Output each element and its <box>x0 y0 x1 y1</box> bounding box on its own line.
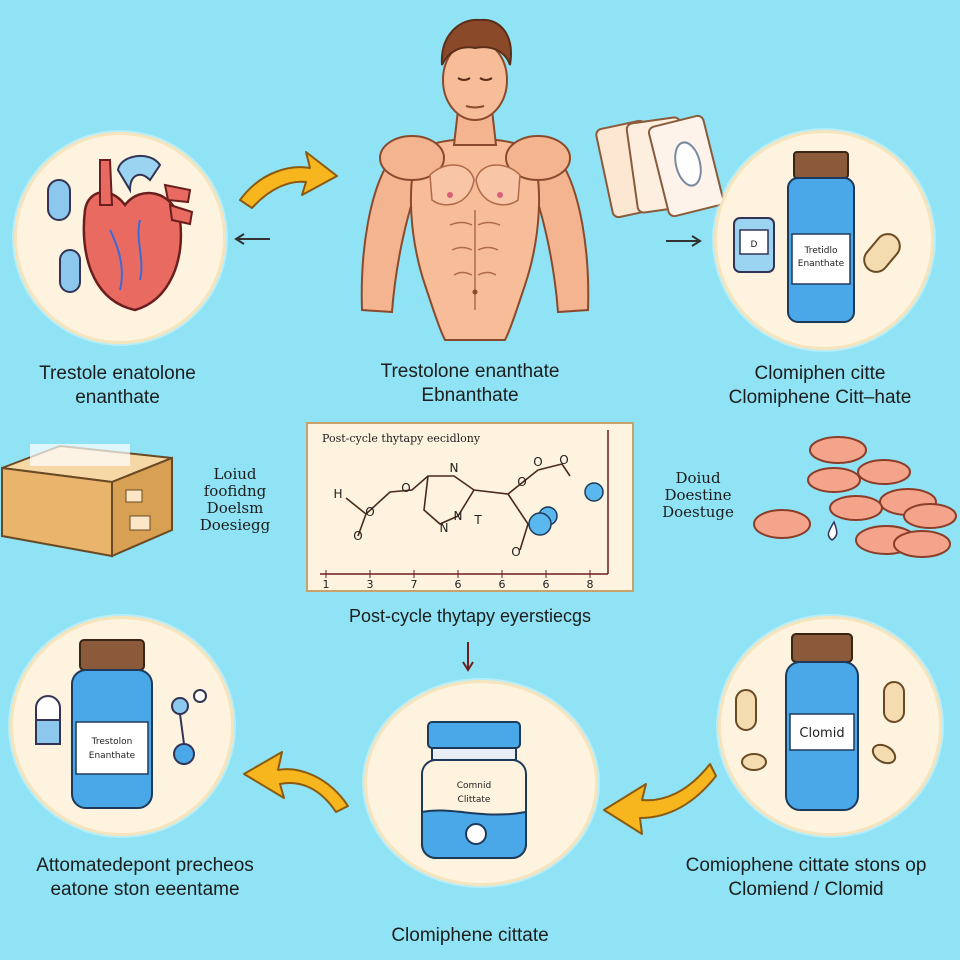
clomid-jar-icon: Comnid Clittate <box>421 721 527 859</box>
clomid-jar-label-line2: Clittate <box>458 795 491 805</box>
blister-pack-icon <box>595 114 725 219</box>
top-left-label: Trestole enatolone enanthate <box>0 362 235 410</box>
bottom-left-label: Attomatedepont precheos eatone ston eeen… <box>0 854 290 902</box>
trestolone-bottle-icon: Trestolon Enanthate <box>35 639 207 809</box>
chart-atom-label: O <box>365 505 374 519</box>
chart-tick-label: 8 <box>587 578 594 591</box>
bottle-label-line1: Tretidlo <box>804 246 838 256</box>
chart-atom-circle <box>584 482 604 502</box>
curved-arrow-left-icon <box>243 751 349 813</box>
small-arrow-left-icon <box>234 233 270 245</box>
bottom-right-label-line1: Comiophene cittate stons op <box>685 855 927 876</box>
chart-tick-label: 7 <box>411 578 418 591</box>
chart-atom-label: N <box>454 509 463 523</box>
mid-left-line1: Loiud <box>213 465 257 483</box>
mid-right-line3: Doestuge <box>662 503 734 521</box>
mid-left-label: Loiud foofidng Doelsm Doesiegg <box>180 466 290 534</box>
clomid-bottle-icon: Clomid <box>735 633 905 811</box>
medicine-bottle-icon: D Tretidlo Enanthate <box>733 151 901 323</box>
shipping-box-icon <box>0 444 173 558</box>
mid-right-line2: Doestine <box>664 486 732 504</box>
top-right-label-line2: Clomiphene Citt–hate <box>728 387 912 408</box>
chart-title: Post-cycle thytapy eecidlony <box>322 432 481 445</box>
chart-tick-label: 6 <box>543 578 550 591</box>
chart-atom-label: H <box>333 487 342 501</box>
top-right-label: Clomiphen citte Clomiphene Citt–hate <box>690 362 950 410</box>
top-left-label-line2: enanthate <box>75 387 160 408</box>
chart-atom-circle <box>528 512 552 536</box>
tablets-pile-icon <box>753 436 957 558</box>
chart-tick-label: 6 <box>499 578 506 591</box>
chart-atom-label: O <box>559 453 568 467</box>
curved-arrow-right-icon <box>239 151 338 209</box>
curved-arrow-left-lower-icon <box>603 763 717 835</box>
trestolone-bottle-label-line1: Trestolon <box>91 737 133 747</box>
down-arrow-icon <box>462 642 474 672</box>
mid-left-line4: Doesiegg <box>199 516 271 534</box>
center-figure-label-line2: Ebnanthate <box>421 385 519 406</box>
center-figure-label-line1: Trestolone enanthate <box>380 361 560 382</box>
trestolone-bottle-label-line2: Enanthate <box>89 751 136 761</box>
chart-atom-label: T <box>473 513 482 527</box>
clomid-bottle-label: Clomid <box>799 726 844 741</box>
center-figure-label: Trestolone enanthate Ebnanthate <box>340 360 600 408</box>
chart-atom-label: O <box>511 545 520 559</box>
chart-atom-label: O <box>517 475 526 489</box>
muscular-man-figure <box>360 18 590 341</box>
bottom-right-label: Comiophene cittate stons op Clomiend / C… <box>652 854 960 902</box>
mid-right-label: Doiud Doestine Doestuge <box>648 470 748 521</box>
top-right-label-line1: Clomiphen citte <box>754 363 886 384</box>
chart-atom-label: O <box>401 481 410 495</box>
bottom-left-label-line1: Attomatedepont precheos <box>36 855 254 876</box>
chart-atom-label: O <box>353 529 362 543</box>
chart-tick-label: 6 <box>455 578 462 591</box>
chart-atom-label: N <box>450 461 459 475</box>
top-left-label-line1: Trestole enatolone <box>39 363 196 384</box>
chart-atom-label: N <box>440 521 449 535</box>
bottom-center-label: Clomiphene cittate <box>391 925 549 946</box>
bottom-right-label-line2: Clomiend / Clomid <box>728 879 884 900</box>
bottle-label-line2: Enanthate <box>798 259 845 269</box>
heart-icon <box>47 155 194 312</box>
chart-tick-label: 1 <box>323 578 330 591</box>
mid-right-line1: Doiud <box>675 469 721 487</box>
small-arrow-right-icon <box>666 235 702 247</box>
chart-caption: Post-cycle thytapy eyerstiecgs <box>348 606 592 626</box>
chart-atom-label: O <box>533 455 542 469</box>
clomid-jar-label-line1: Comnid <box>457 781 491 791</box>
small-jar-label: D <box>751 240 758 250</box>
bottom-left-label-line2: eatone ston eeentame <box>50 879 240 900</box>
mid-left-line2: foofidng <box>203 482 267 500</box>
mid-left-line3: Doelsm <box>206 499 264 517</box>
chart-tick-label: 3 <box>367 578 374 591</box>
chart-bond-lines <box>345 463 571 551</box>
